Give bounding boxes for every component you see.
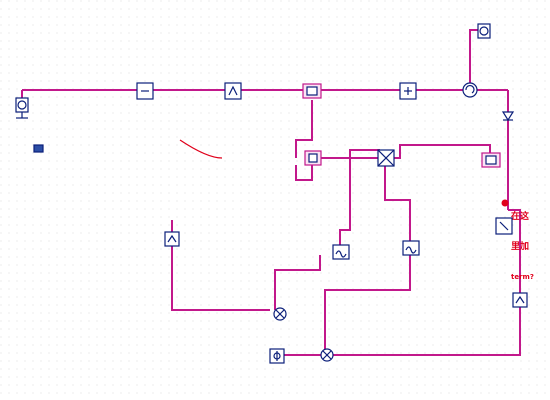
wire-bpf1-hybrid (295, 157, 380, 181)
wire-right-amp (508, 209, 521, 330)
var-block[interactable] (33, 144, 44, 153)
annotation-text: 在这 里加 term? (511, 192, 534, 292)
bpf-2-left[interactable] (304, 150, 322, 166)
circulator[interactable] (462, 82, 478, 98)
annotation-marker (501, 199, 509, 207)
bpf-1[interactable] (302, 83, 322, 99)
lpf-2[interactable] (402, 240, 420, 256)
term-block[interactable] (495, 217, 513, 235)
annotation-line-3: term? (511, 273, 534, 281)
pen-stroke-mark (179, 139, 223, 159)
wire-hybrid-lpf1 (339, 149, 380, 245)
wire-lpf2-mix2 (324, 255, 411, 350)
s2p-component[interactable] (136, 82, 154, 100)
wire-bottom (280, 330, 521, 356)
lpf-1[interactable] (332, 244, 350, 260)
wire-mix1-lpf1 (274, 255, 321, 310)
hybrid-coupler[interactable] (377, 149, 395, 167)
mixer-2[interactable] (320, 348, 334, 362)
amplifier-1[interactable] (224, 82, 242, 100)
port2-symbol[interactable] (477, 23, 491, 39)
annotation-line-2: 里加 (511, 242, 530, 252)
wire-hybrid-lpf2 (384, 165, 411, 245)
amplifier-3[interactable] (512, 292, 528, 308)
bpf-3-right[interactable] (481, 152, 501, 168)
mixer-1[interactable] (273, 307, 287, 321)
wire-bpf1-down (295, 100, 313, 158)
phase-shifter[interactable] (269, 348, 285, 364)
wire-left-mix1 (171, 240, 270, 311)
wire-hybrid-right (380, 144, 491, 160)
attenuator[interactable] (399, 82, 417, 100)
amplifier-2[interactable] (164, 231, 180, 247)
isolator[interactable] (501, 111, 515, 122)
annotation-line-1: 在这 (511, 212, 530, 222)
port1-symbol[interactable] (15, 97, 29, 119)
